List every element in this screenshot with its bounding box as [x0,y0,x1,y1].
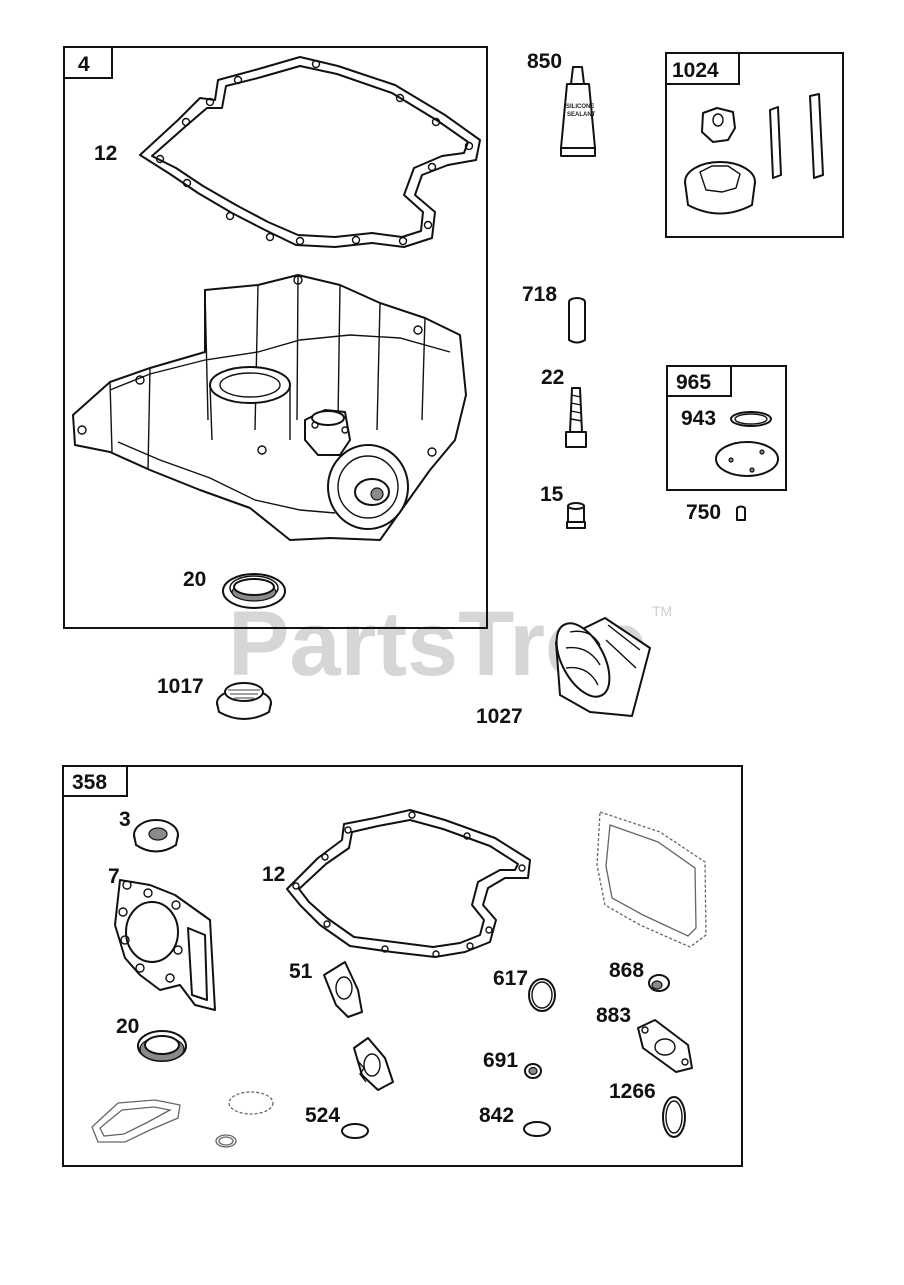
label-12-bottom: 12 [262,863,285,886]
gasket-set-number: 358 [72,771,107,794]
label-1266: 1266 [609,1080,656,1103]
exhaust-gasket[interactable] [91,1099,181,1143]
oil-pan-gasket-top[interactable] [139,56,481,248]
label-12-top: 12 [94,142,117,165]
drain-plug[interactable] [566,502,586,529]
label-691: 691 [483,1049,518,1072]
crankshaft-seal-bottom[interactable] [137,1030,187,1062]
label-1027: 1027 [476,705,523,728]
label-750: 750 [686,501,721,524]
head-gasket[interactable] [114,879,216,1011]
valve-cover-gasket[interactable] [596,811,707,948]
label-51: 51 [289,960,313,983]
oil-pan-kit-box: 4 [63,46,488,629]
label-3: 3 [119,808,131,831]
label-524: 524 [305,1104,340,1127]
label-868: 868 [609,959,644,982]
oil-pickup-screen[interactable] [216,682,272,720]
silicone-sealant-tube[interactable]: SILICONE SEALANT [560,66,596,157]
label-7: 7 [108,865,120,888]
label-1017: 1017 [157,675,204,698]
label-850: 850 [527,50,562,73]
gasket-set-box: 358 [62,765,743,1167]
intake-gasket[interactable] [323,961,363,1018]
cover-kit-number: 965 [676,371,711,394]
label-20-top: 20 [183,568,206,591]
small-gasket-ring[interactable] [215,1091,274,1148]
label-20-bottom: 20 [116,1015,139,1038]
tube-text-2: SEALANT [567,112,596,118]
oil-pan-sump[interactable] [72,274,467,541]
oil-filter[interactable] [546,615,651,717]
seal-691[interactable] [524,1063,542,1079]
cover-o-ring[interactable] [730,411,772,427]
tube-text-1: SILICONE [566,104,594,110]
oil-pump-kit-number: 1024 [672,59,719,82]
oil-pump-rotor-parts[interactable] [684,93,824,215]
seal-868[interactable] [648,974,670,992]
o-ring-524[interactable] [341,1123,369,1139]
cover-kit-box: 965 [666,365,787,491]
watermark-tm: TM [652,603,672,619]
o-ring-842[interactable] [523,1121,551,1137]
oil-pan-kit-number: 4 [78,53,90,76]
label-22: 22 [541,366,564,389]
gasket-883[interactable] [637,1019,693,1073]
label-617: 617 [493,967,528,990]
valve-seal[interactable] [133,819,179,853]
cover-screw[interactable] [736,505,746,521]
bolt[interactable] [565,387,587,448]
crankshaft-seal-top[interactable] [222,573,286,609]
cover-plate[interactable] [715,441,779,477]
label-15: 15 [540,483,564,506]
label-718: 718 [522,283,557,306]
breather-gasket[interactable] [353,1037,394,1091]
oil-pan-gasket-bottom[interactable] [286,809,531,958]
o-ring-1266[interactable] [662,1096,686,1138]
dowel-pin[interactable] [568,297,586,344]
o-ring-617[interactable] [528,978,556,1012]
label-842: 842 [479,1104,514,1127]
label-943: 943 [681,407,716,430]
oil-pump-kit-box: 1024 [665,52,844,238]
label-883: 883 [596,1004,631,1027]
